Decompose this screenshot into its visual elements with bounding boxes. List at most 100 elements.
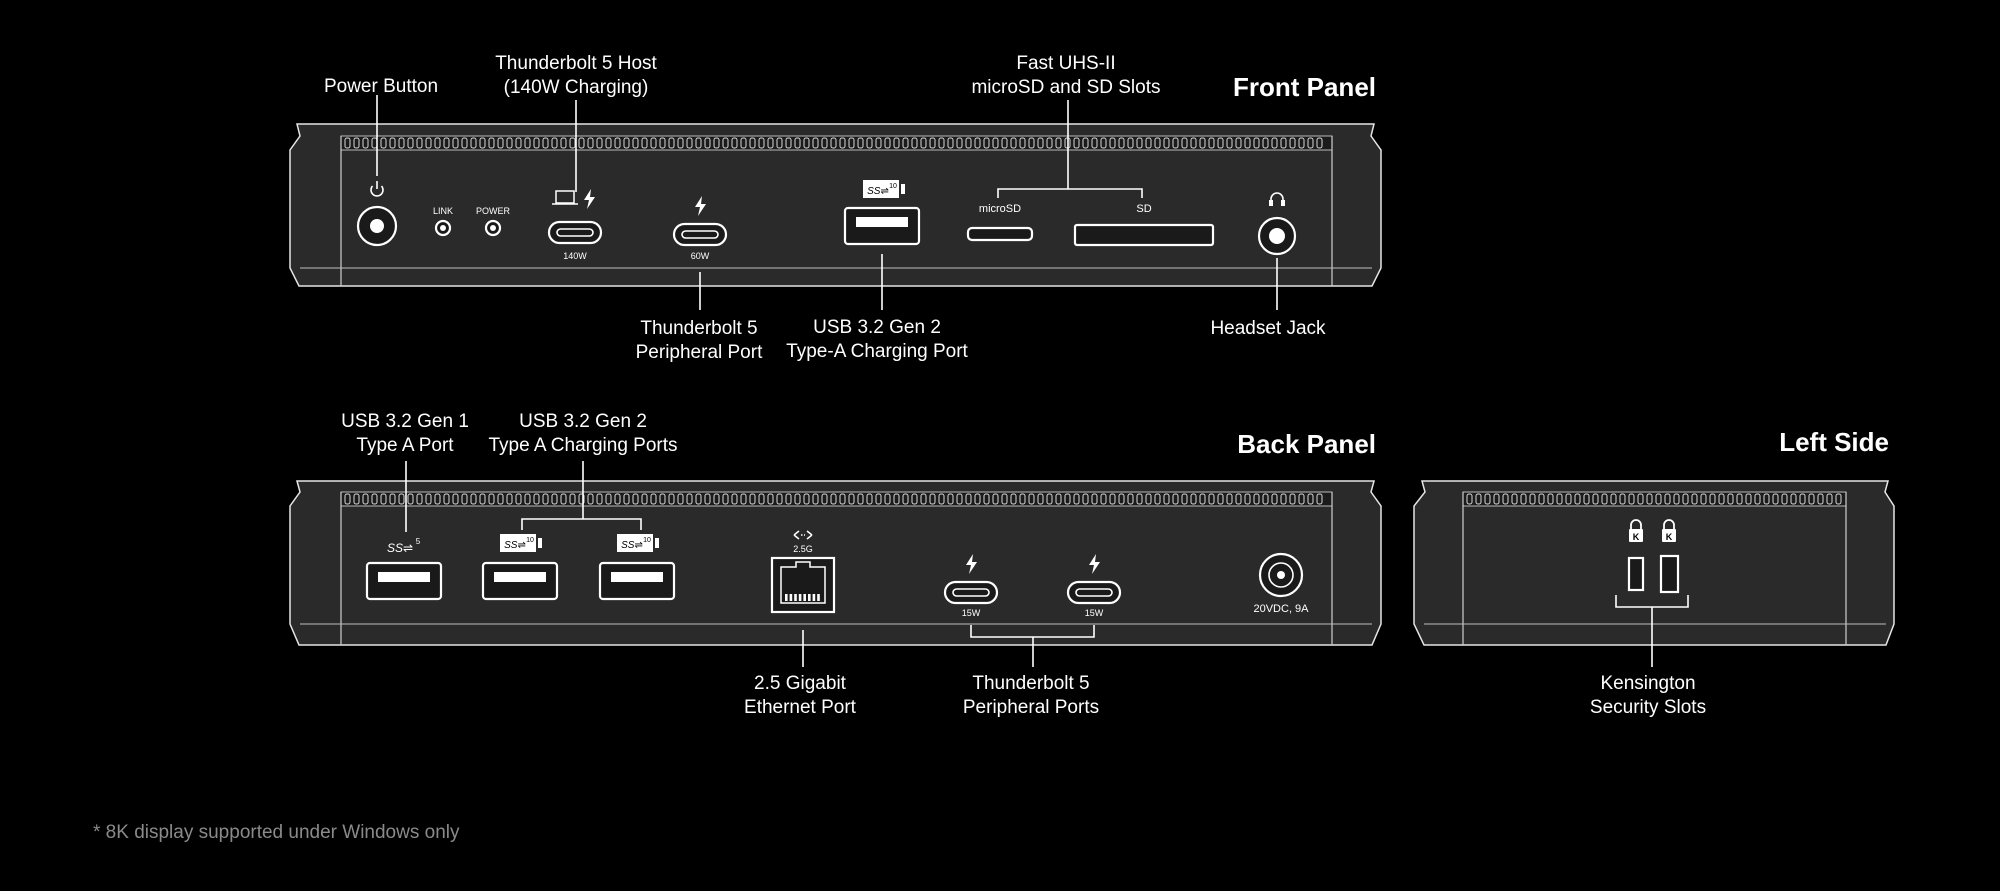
vent-slot xyxy=(380,137,387,149)
vent-slot xyxy=(857,137,864,149)
vent-slot xyxy=(434,493,441,505)
vent-slot xyxy=(1010,493,1017,505)
ethernet-speed-label: 2.5G xyxy=(793,544,813,554)
vent-slot xyxy=(956,137,963,149)
power-led-label: POWER xyxy=(476,206,511,216)
vent-slot xyxy=(929,493,936,505)
vent-slot xyxy=(1154,493,1161,505)
usb-a-gen1-port xyxy=(365,561,443,601)
vent-slot xyxy=(1772,493,1779,505)
vent-slot xyxy=(650,493,657,505)
vent-slot xyxy=(1484,493,1491,505)
vent-slot xyxy=(686,493,693,505)
vent-slot xyxy=(344,493,351,505)
vent-slot xyxy=(479,493,486,505)
vent-slot xyxy=(650,137,657,149)
vent-slot xyxy=(1592,493,1599,505)
vent-slot xyxy=(893,493,900,505)
vent-slot xyxy=(488,137,495,149)
vent-slot xyxy=(938,493,945,505)
vent-slot xyxy=(1235,137,1242,149)
vent-slot xyxy=(470,137,477,149)
vent-slot xyxy=(1118,493,1125,505)
vent-slot xyxy=(1082,493,1089,505)
vent-slot xyxy=(461,137,468,149)
vent-slot xyxy=(1181,493,1188,505)
vent-slot xyxy=(902,493,909,505)
vent-slot xyxy=(695,137,702,149)
vent-slot xyxy=(1028,493,1035,505)
vent-slot xyxy=(677,493,684,505)
vent-slot xyxy=(659,137,666,149)
vent-slot xyxy=(515,493,522,505)
back-device-body xyxy=(289,480,1382,646)
vent-slot xyxy=(1289,137,1296,149)
footnote: * 8K display supported under Windows onl… xyxy=(93,822,460,843)
vent-slot xyxy=(1736,493,1743,505)
vent-slot xyxy=(1664,493,1671,505)
vent-slot xyxy=(1100,137,1107,149)
vent-slot xyxy=(1307,493,1314,505)
vent-slot xyxy=(740,493,747,505)
vent-slot xyxy=(1289,493,1296,505)
vent-slot xyxy=(524,493,531,505)
vent-slot xyxy=(785,137,792,149)
vent-slot xyxy=(1556,493,1563,505)
vent-slot xyxy=(398,493,405,505)
vent-slot xyxy=(866,137,873,149)
vent-slot xyxy=(830,137,837,149)
vent-slot xyxy=(560,137,567,149)
vent-slot xyxy=(1271,137,1278,149)
ethernet-pin xyxy=(808,594,811,601)
vent-slot xyxy=(497,493,504,505)
usb-a-gen2-port-1 xyxy=(481,561,559,601)
svg-text:10: 10 xyxy=(643,537,651,544)
front-panel-title: Front Panel xyxy=(1233,72,1376,102)
vent-slot xyxy=(1682,493,1689,505)
ethernet-label-line2: Ethernet Port xyxy=(744,697,857,718)
usb-a-gen2-port-2 xyxy=(598,561,676,601)
vent-slot xyxy=(911,137,918,149)
vent-slot xyxy=(1298,137,1305,149)
svg-text:10: 10 xyxy=(526,537,534,544)
vent-slot xyxy=(1271,493,1278,505)
vent-slot xyxy=(569,137,576,149)
vent-slot xyxy=(623,137,630,149)
vent-slot xyxy=(731,137,738,149)
vent-slot xyxy=(875,137,882,149)
vent-slot xyxy=(506,493,513,505)
thunderbolt-5-back-port-2 xyxy=(1066,580,1122,605)
vent-slot xyxy=(1727,493,1734,505)
vent-slot xyxy=(848,493,855,505)
vent-slot xyxy=(398,137,405,149)
vent-slot xyxy=(812,137,819,149)
vent-slot xyxy=(749,137,756,149)
vent-slot xyxy=(830,493,837,505)
vent-slot xyxy=(974,137,981,149)
vent-slot xyxy=(758,493,765,505)
power-button-label: Power Button xyxy=(324,76,438,97)
vent-slot xyxy=(983,493,990,505)
front-panel: Front Panel LINK POWER xyxy=(289,53,1382,363)
vent-slot xyxy=(1835,493,1842,505)
vent-slot xyxy=(416,493,423,505)
vent-slot xyxy=(668,493,675,505)
back-panel: Back Panel SS⇌ 5 SS⇌ 10 xyxy=(289,411,1382,718)
vent-slot xyxy=(1691,493,1698,505)
vent-slot xyxy=(389,493,396,505)
vent-slot xyxy=(1493,493,1500,505)
vent-slot xyxy=(1082,137,1089,149)
vent-slot xyxy=(704,493,711,505)
thunderbolt-5-back-port-1 xyxy=(943,580,999,605)
vent-slot xyxy=(614,493,621,505)
tb5-host-label-line2: (140W Charging) xyxy=(504,77,649,98)
vent-slot xyxy=(992,137,999,149)
vent-slot xyxy=(542,137,549,149)
vent-slot xyxy=(1199,137,1206,149)
headset-icon xyxy=(1269,192,1285,206)
vent-slot xyxy=(965,137,972,149)
vent-slot xyxy=(416,137,423,149)
link-led-label: LINK xyxy=(433,206,453,216)
vent-slot xyxy=(353,493,360,505)
vent-slot xyxy=(524,137,531,149)
